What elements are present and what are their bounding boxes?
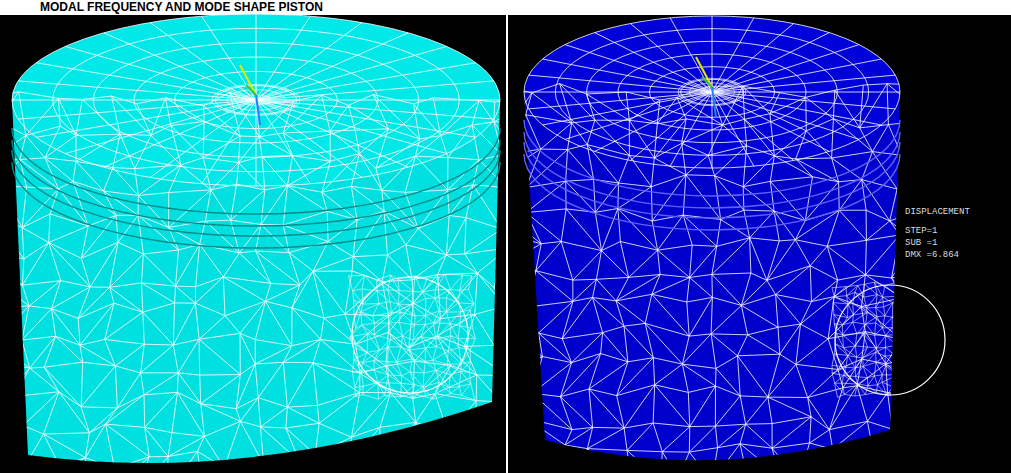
figure-title: MODAL FREQUENCY AND MODE SHAPE PISTON [40,0,323,14]
legend-text: SUB =1 [905,238,937,249]
panel-ground [508,15,1011,473]
legend-text: STEP=1 [905,226,937,237]
piston-mesh [0,14,540,473]
legend-text: DMX =6.864 [905,250,959,261]
legend-text: DISPLACEMENT [905,207,970,218]
piston-mesh [495,16,948,473]
